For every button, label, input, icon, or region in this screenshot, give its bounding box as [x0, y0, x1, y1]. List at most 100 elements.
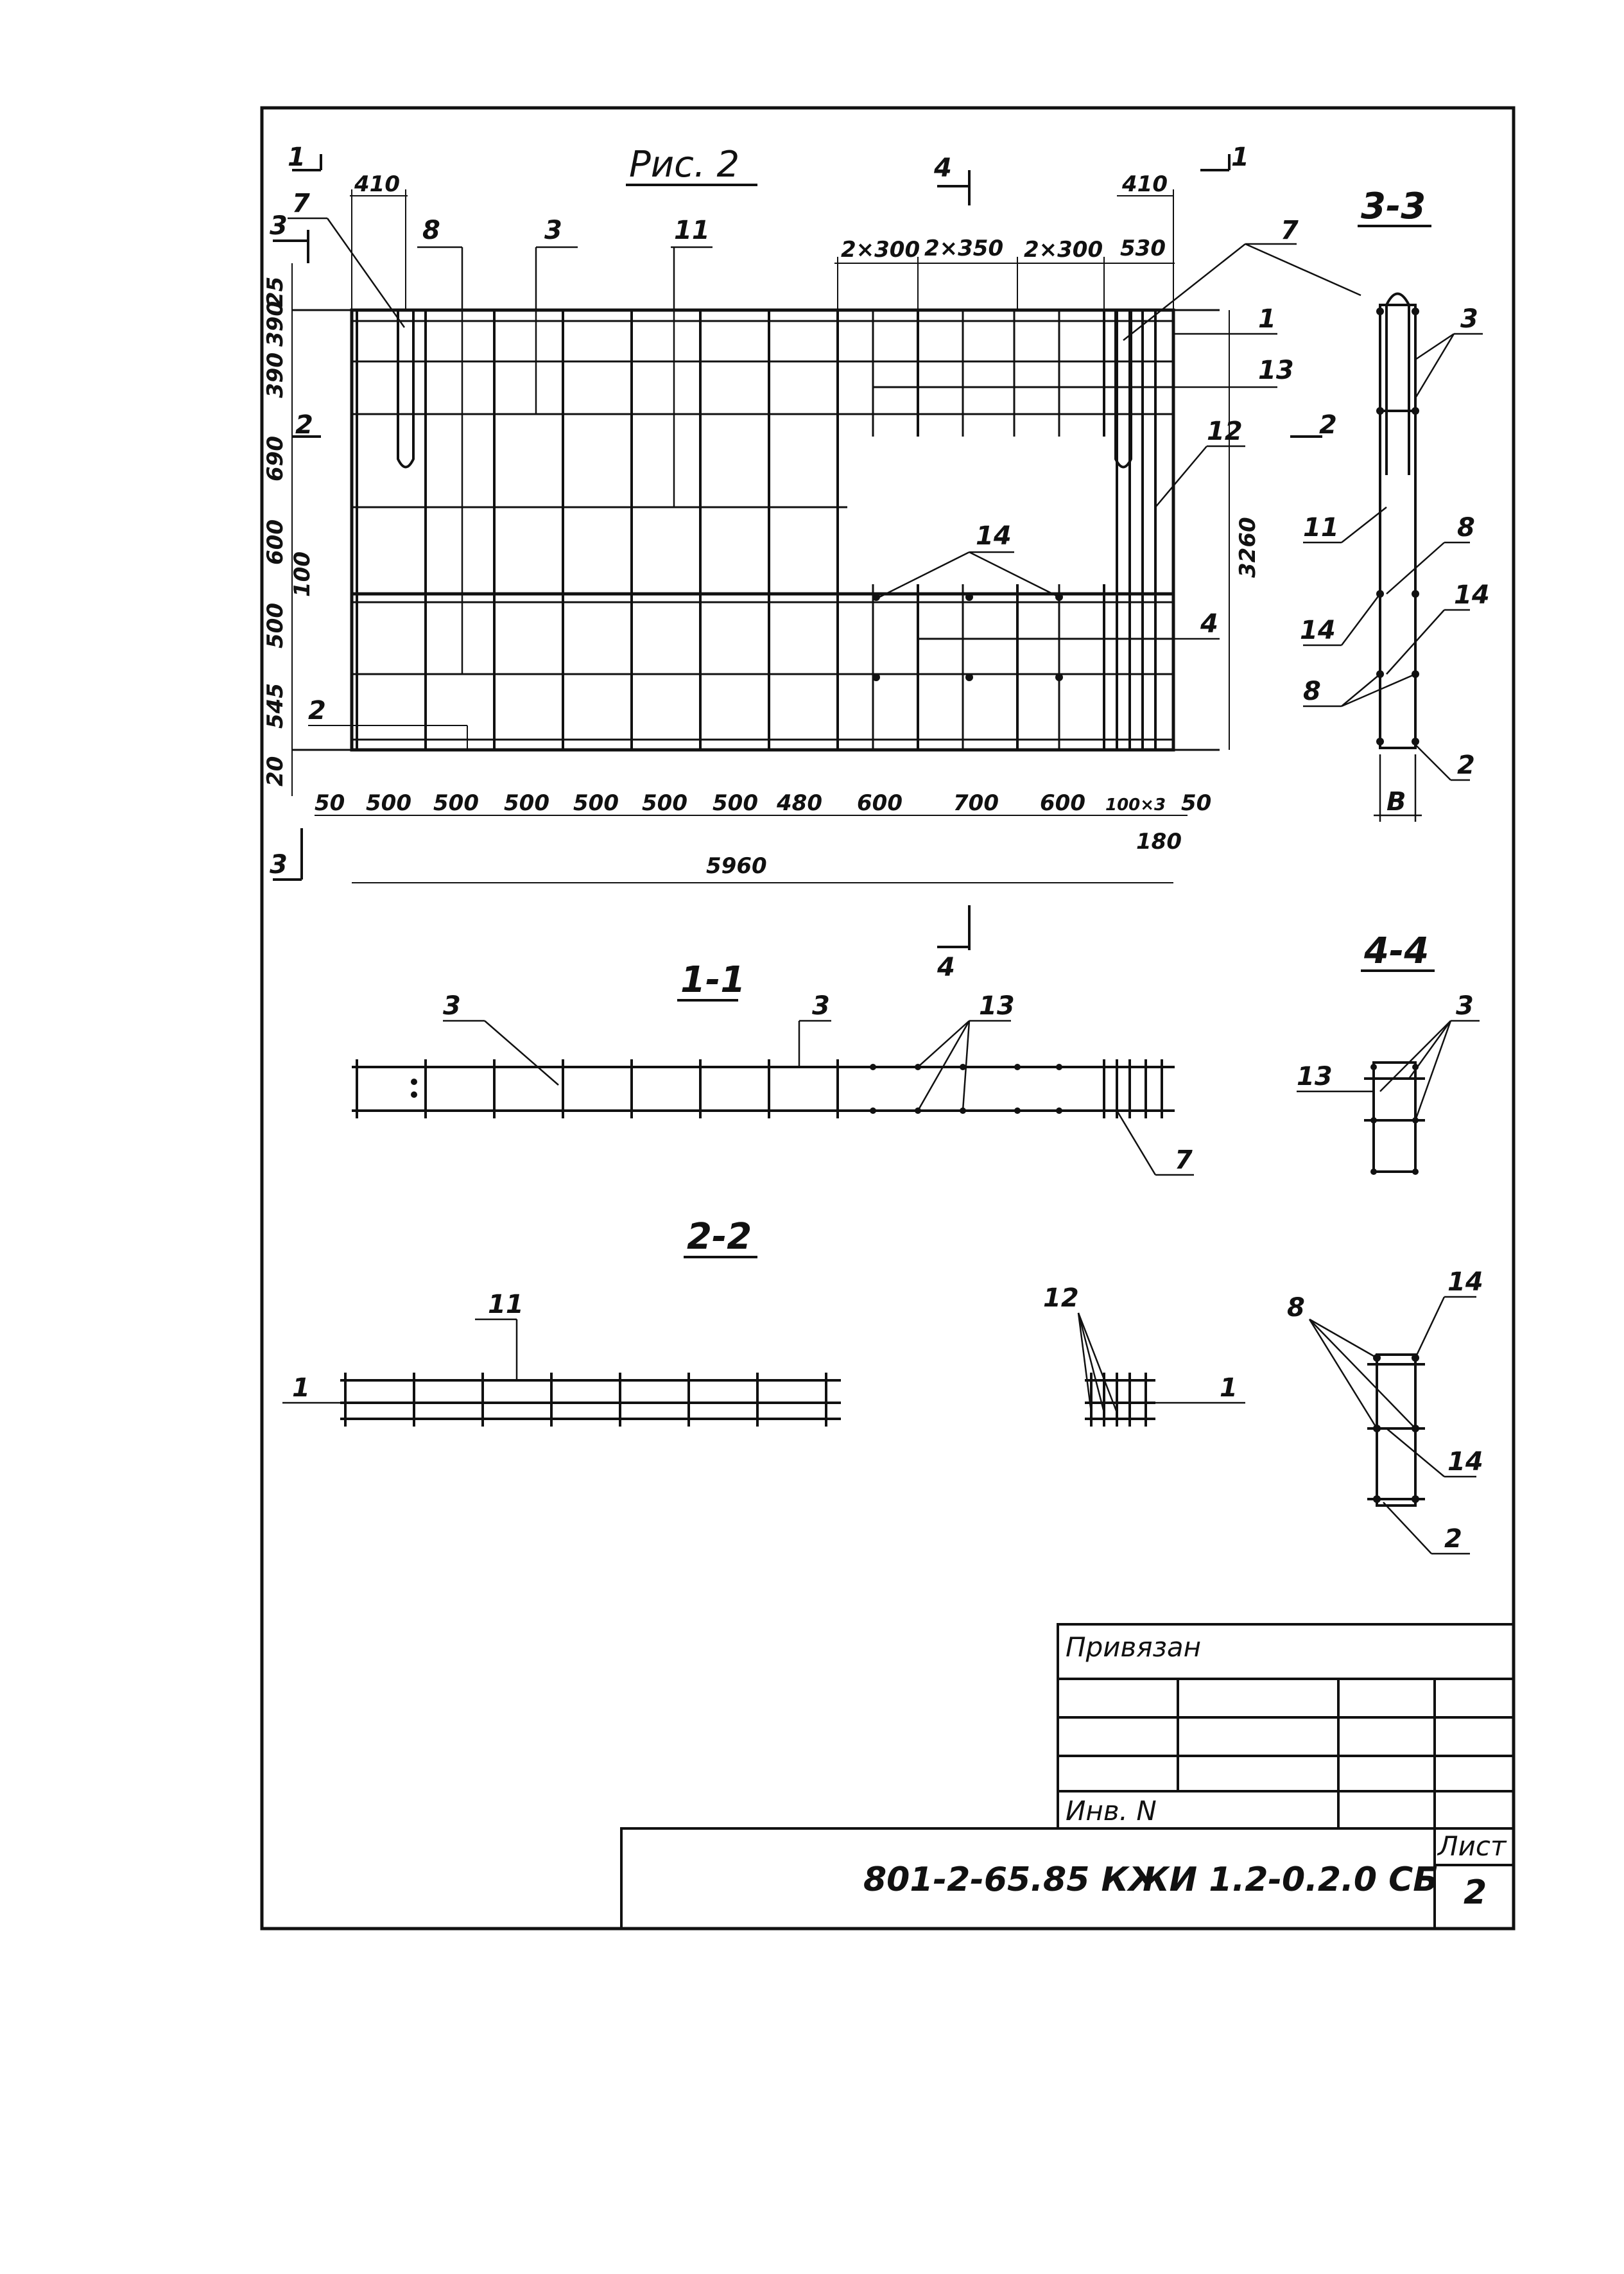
leader: [1309, 1319, 1416, 1429]
top-dim-group-3: 2×300: [1024, 237, 1103, 263]
rebar-dot: [1412, 1495, 1419, 1503]
bottom-dim-8: 480: [776, 790, 822, 816]
hook-left: [397, 310, 415, 469]
mark-2-right-label: 2: [1319, 410, 1337, 440]
section-1-1: [352, 1059, 1175, 1118]
top-dim-left: 410: [354, 171, 400, 197]
rebar-dot: [1376, 407, 1384, 415]
s33-item-2: 2: [1457, 751, 1475, 780]
bottom-dims: 50 500 500 500 500 500 500 480 600 700 6…: [315, 790, 1211, 816]
leader: [484, 1020, 559, 1086]
tb-privyazan: Привязан: [1066, 1631, 1201, 1663]
left-dim-1: 25: [263, 277, 288, 307]
section-marks: [273, 154, 1322, 950]
rebar-dot: [1412, 590, 1419, 598]
mark-4-bottom-label: 4: [937, 953, 955, 982]
s22b-item-14b: 14: [1447, 1447, 1483, 1477]
leader: [962, 1020, 971, 1111]
leader: [969, 551, 1060, 598]
section-2-2-title: 2-2: [687, 1216, 752, 1258]
s22b-item-2: 2: [1444, 1524, 1462, 1554]
tb-sheet-label: Лист: [1437, 1830, 1507, 1862]
leader: [1414, 333, 1455, 399]
main-elevation: [292, 308, 1220, 752]
leader: [1386, 542, 1445, 595]
leader: [1116, 1110, 1157, 1176]
item-12: 12: [1207, 417, 1243, 446]
section-4-4-title: 4-4: [1363, 930, 1429, 972]
rebar-dot: [960, 1064, 966, 1070]
bottom-dim-6: 500: [642, 790, 687, 816]
leader: [1341, 673, 1416, 707]
rebar-dot: [872, 593, 880, 601]
left-dim-4: 690: [263, 436, 288, 482]
left-dim-5: 600: [263, 519, 288, 565]
leader: [326, 218, 406, 328]
left-dims: 25 390 390 690 600 100 500 545 20: [263, 277, 315, 786]
rebar-dot: [1370, 1064, 1377, 1070]
top-dimension-lines: [350, 189, 1175, 310]
bottom-dim-extra: 180: [1136, 829, 1182, 855]
rebar-dot: [1412, 738, 1419, 745]
s33-item-11: 11: [1303, 513, 1339, 542]
mark-4-top-label: 4: [933, 153, 952, 183]
bottom-dim-12: 100×3: [1105, 795, 1166, 815]
leader: [1245, 243, 1361, 297]
item-4: 4: [1200, 609, 1218, 639]
s44-item-13: 13: [1297, 1062, 1333, 1091]
section-1-1-leaders: [443, 1020, 1194, 1176]
title-block: [620, 1623, 1515, 1930]
rebar-dot: [872, 673, 880, 681]
mark-3-bottom-label: 3: [270, 850, 288, 880]
s11-item-3b: 3: [812, 991, 830, 1021]
rebar-dot: [1056, 1064, 1062, 1070]
tb-code: 801-2-65.85 КЖИ 1.2-0.2.0 СБ: [863, 1861, 1438, 1899]
main-leaders: [288, 217, 1361, 674]
s11-item-13: 13: [979, 991, 1015, 1021]
top-dim-group-2: 2×350: [924, 236, 1003, 261]
item-11: 11: [674, 216, 710, 245]
rebar-dot: [965, 593, 973, 601]
bottom-dim-11: 600: [1040, 790, 1085, 816]
leader: [1077, 1312, 1105, 1413]
section-3-3-hook: [1385, 292, 1410, 306]
rebar-dot: [1412, 407, 1419, 415]
item-7-right: 7: [1281, 216, 1299, 245]
section-4-4-leaders: [1297, 1020, 1480, 1121]
rebar-dot: [1376, 308, 1384, 315]
leader: [1415, 744, 1451, 781]
figure-title: Рис. 2: [629, 144, 739, 186]
bottom-dim-9: 600: [857, 790, 903, 816]
s22b-item-14a: 14: [1447, 1267, 1483, 1297]
left-dim-6: 100: [289, 551, 315, 597]
bottom-dim-5: 500: [573, 790, 619, 816]
section-3-3-title: 3-3: [1361, 186, 1426, 227]
leader: [1077, 1312, 1118, 1413]
item-14: 14: [976, 521, 1012, 551]
leader: [1341, 593, 1381, 646]
s22b-item-8: 8: [1287, 1293, 1305, 1323]
rebar-dot: [1376, 738, 1384, 745]
section-2-2: [340, 1373, 1155, 1427]
cage-outline: [350, 308, 1175, 752]
top-dim-group-1: 2×300: [841, 237, 920, 263]
bottom-dim-1: 50: [315, 790, 345, 816]
tb-inv: Инв. N: [1066, 1795, 1157, 1827]
bottom-dim-2: 500: [366, 790, 411, 816]
leader: [879, 551, 970, 598]
section-2-2-detail-outline: [1376, 1353, 1417, 1507]
bottom-dim-13: 50: [1181, 790, 1211, 816]
leader: [1414, 1020, 1452, 1121]
rebar-dot: [1412, 1168, 1419, 1175]
section-3-3: [1379, 292, 1417, 749]
mark-1-left-label: 1: [288, 143, 306, 172]
item-2: 2: [308, 696, 326, 725]
item-1: 1: [1258, 304, 1276, 334]
left-dim-9: 20: [263, 756, 288, 786]
section-3-3-outline: [1379, 304, 1417, 749]
leader: [1415, 333, 1455, 361]
rebar-dot: [1412, 308, 1419, 315]
leader: [1408, 1020, 1452, 1079]
top-dim-right: 530: [1120, 236, 1166, 261]
